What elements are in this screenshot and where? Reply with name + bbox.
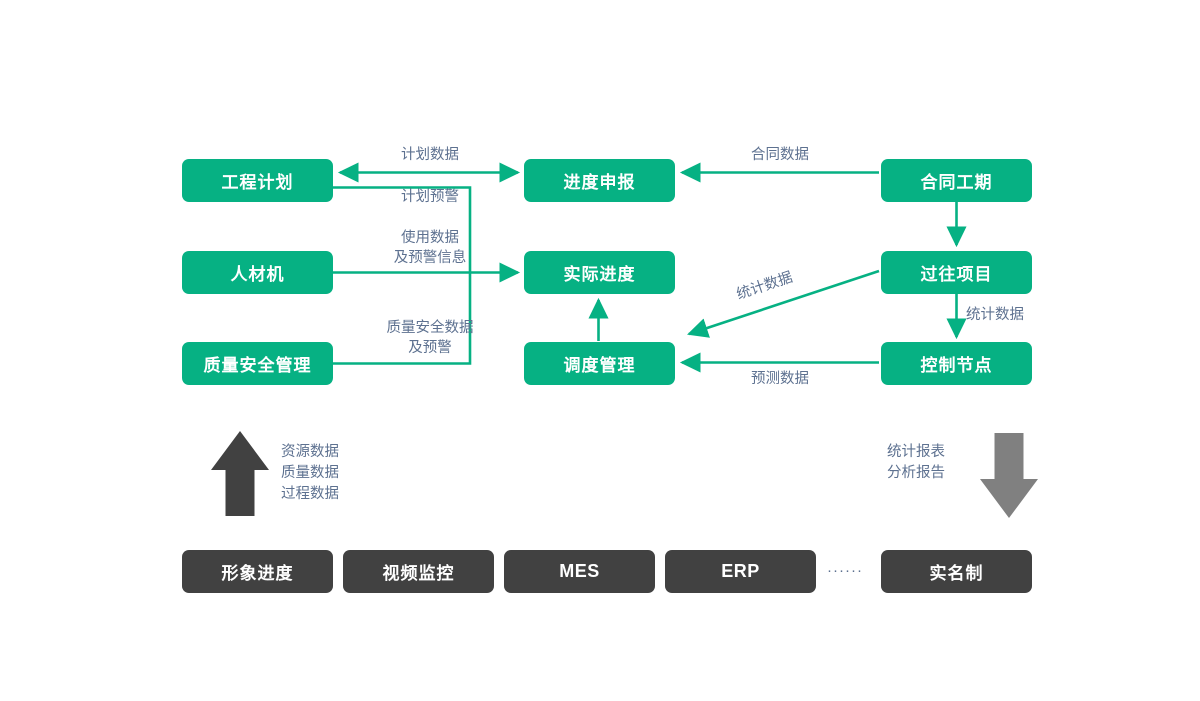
- edge-label-usage-data: 使用数据 及预警信息: [393, 230, 467, 266]
- node-quality-safety-management[interactable]: 质量安全管理: [182, 342, 333, 385]
- node-past-projects[interactable]: 过往项目: [881, 251, 1032, 294]
- node-progress-declaration[interactable]: 进度申报: [524, 159, 675, 202]
- edge-label-plan-data: 计划数据: [401, 147, 459, 163]
- edge-plan-warning-spine: [333, 186, 472, 365]
- node-label: ERP: [721, 561, 760, 581]
- node-label: 工程计划: [221, 173, 294, 192]
- node-mes[interactable]: MES: [504, 550, 655, 593]
- node-label: 实际进度: [563, 265, 636, 284]
- node-dispatch-management[interactable]: 调度管理: [524, 342, 675, 385]
- node-label: 形象进度: [221, 564, 294, 583]
- bottom-row-ellipsis: ······: [827, 562, 863, 579]
- node-image-progress[interactable]: 形象进度: [182, 550, 333, 593]
- node-label: 控制节点: [920, 356, 993, 375]
- node-label: 人材机: [230, 265, 285, 284]
- downward-flow-arrow: [980, 433, 1038, 518]
- node-label: 质量安全管理: [203, 356, 312, 375]
- node-engineering-plan[interactable]: 工程计划: [182, 159, 333, 202]
- node-control-nodes[interactable]: 控制节点: [881, 342, 1032, 385]
- node-label: MES: [559, 561, 600, 581]
- node-label: 进度申报: [563, 173, 636, 192]
- edge-label-contract-data: 合同数据: [751, 147, 809, 163]
- node-label: 实名制: [929, 564, 984, 583]
- flow-label-upward: 资源数据 质量数据 过程数据: [281, 444, 339, 502]
- node-label: 过往项目: [920, 265, 993, 284]
- node-label: 合同工期: [920, 173, 993, 192]
- node-label: 视频监控: [382, 564, 455, 583]
- node-label: 调度管理: [563, 356, 636, 375]
- flow-label-downward: 统计报表 分析报告: [887, 444, 945, 481]
- node-contract-duration[interactable]: 合同工期: [881, 159, 1032, 202]
- edge-label-statistics-vertical: 统计数据: [966, 307, 1024, 323]
- upward-flow-arrow: [211, 431, 269, 516]
- node-actual-progress[interactable]: 实际进度: [524, 251, 675, 294]
- edge-label-forecast-data: 预测数据: [751, 371, 809, 387]
- node-real-name-system[interactable]: 实名制: [881, 550, 1032, 593]
- node-erp[interactable]: ERP: [665, 550, 816, 593]
- edge-label-plan-warning: 计划预警: [401, 189, 459, 205]
- edge-label-quality-safety-data: 质量安全数据 及预警: [386, 320, 474, 356]
- edge-statistics-diagonal: [687, 269, 880, 338]
- node-video-surveillance[interactable]: 视频监控: [343, 550, 494, 593]
- node-labor-material-machine[interactable]: 人材机: [182, 251, 333, 294]
